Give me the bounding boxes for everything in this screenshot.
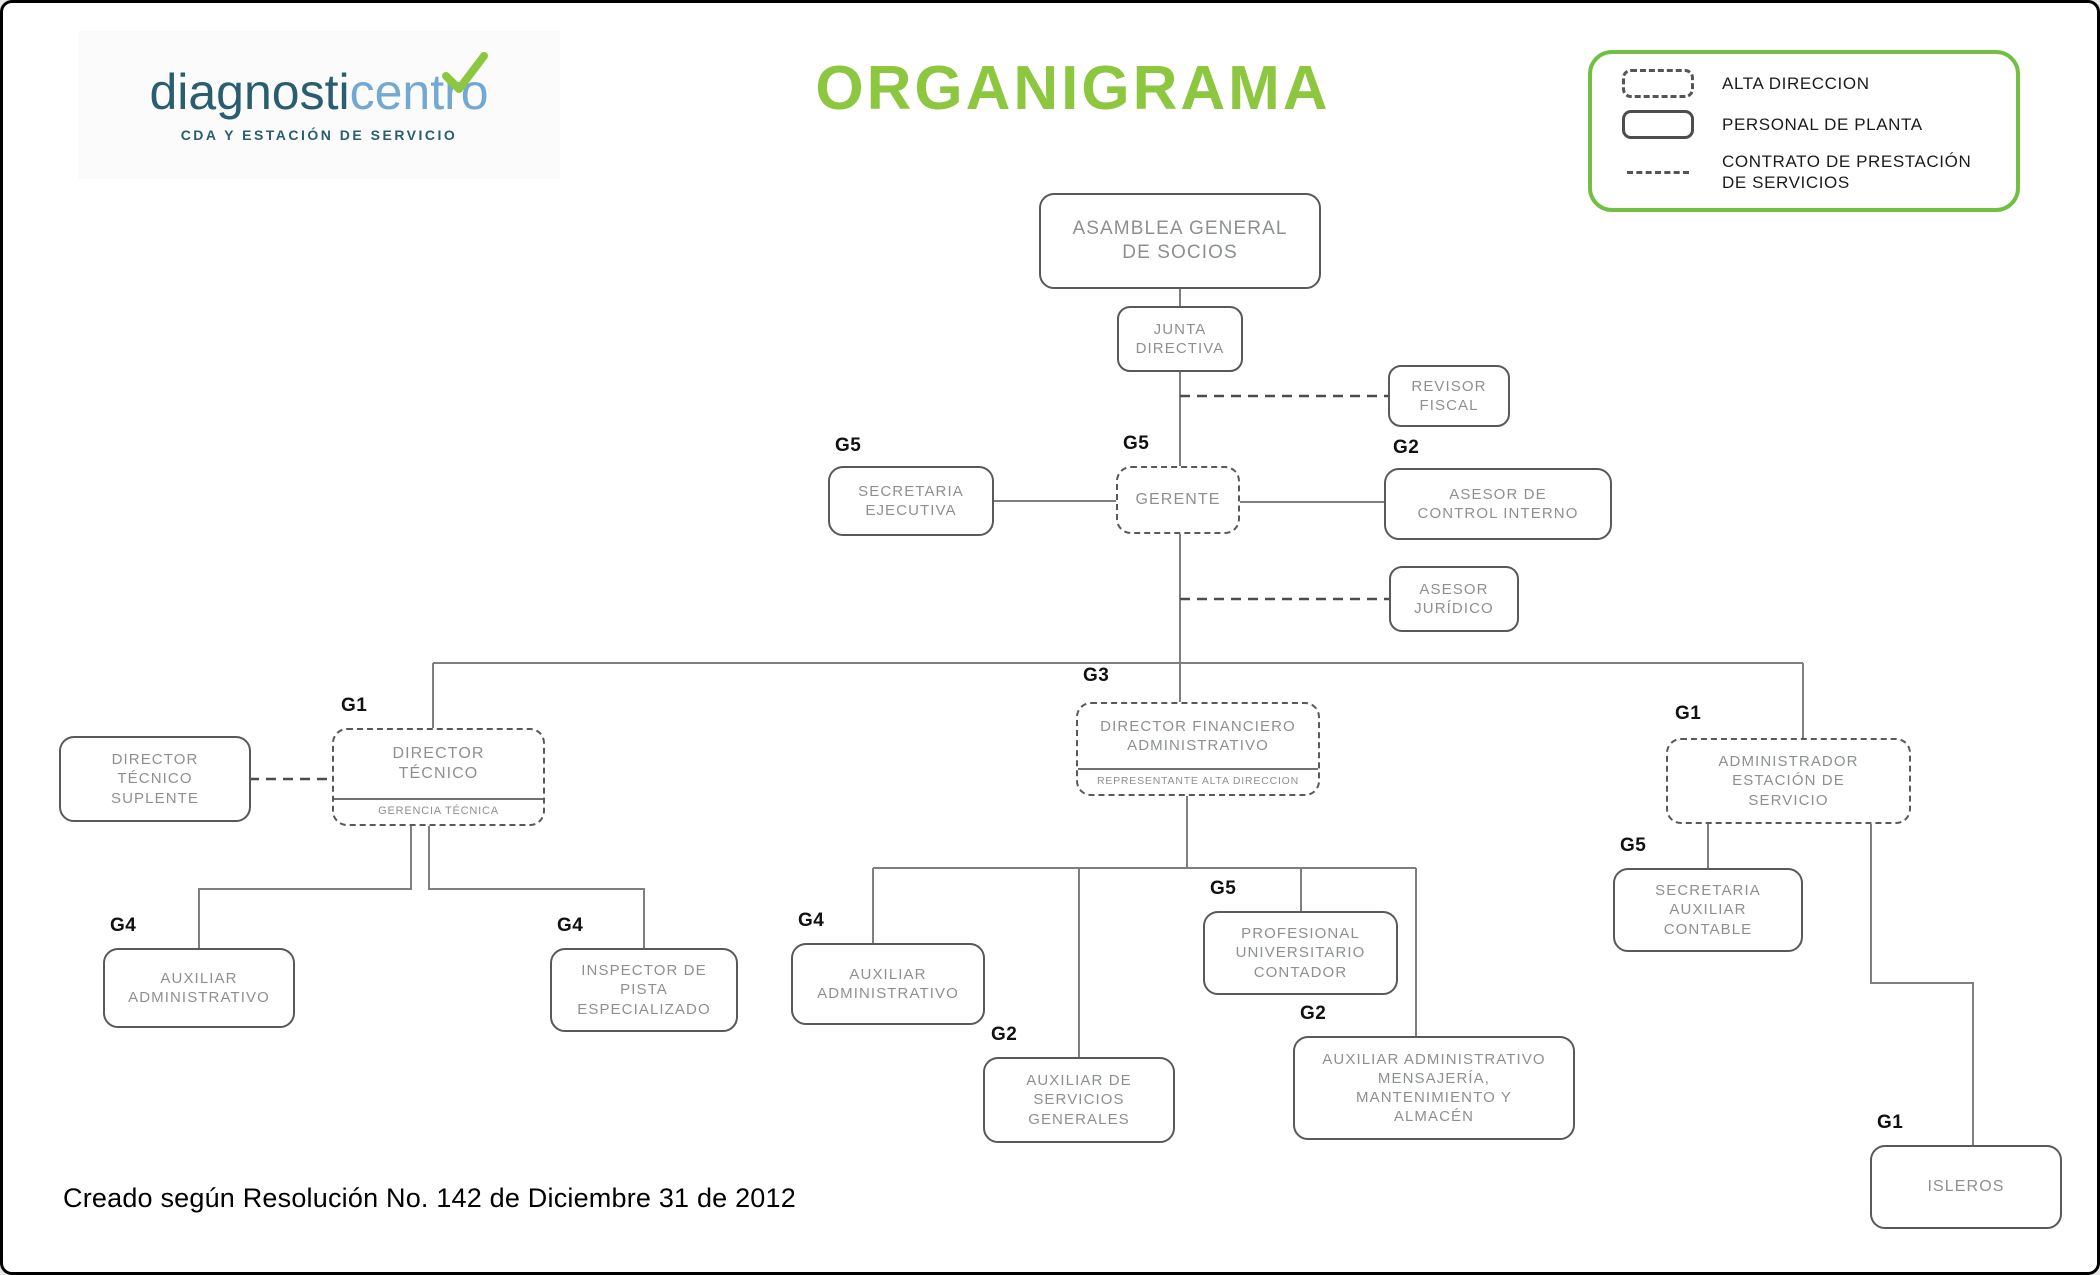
org-node-label: JUNTA DIRECTIVA <box>1135 320 1225 357</box>
org-node-label: ASESOR JURÍDICO <box>1414 580 1494 617</box>
org-node-revisor-fiscal: REVISOR FISCAL <box>1388 365 1510 427</box>
legend-item-alta-direccion: ALTA DIRECCION <box>1620 68 1988 98</box>
grade-label-secretaria-aux: G5 <box>1620 835 1647 856</box>
org-node-director-tecnico-suplente: DIRECTOR TÉCNICO SUPLENTE <box>59 736 251 822</box>
logo-text-dark: diagnosti <box>149 64 350 120</box>
org-node-label: ADMINISTRADOR ESTACIÓN DE SERVICIO <box>1718 753 1859 809</box>
edge-dirtecnico-inspector <box>428 824 645 950</box>
legend-item-personal-de-planta: PERSONAL DE PLANTA <box>1620 109 1988 139</box>
org-node-auxiliar-administrativo-fin: AUXILIAR ADMINISTRATIVO <box>791 943 985 1025</box>
org-node-administrador-estacion: ADMINISTRADOR ESTACIÓN DE SERVICIO <box>1666 738 1911 824</box>
org-node-label: PROFESIONAL UNIVERSITARIO CONTADOR <box>1235 925 1366 981</box>
org-node-asamblea-general: ASAMBLEA GENERAL DE SOCIOS <box>1039 193 1321 289</box>
org-node-secretaria-auxiliar-contable: SECRETARIA AUXILIAR CONTABLE <box>1613 868 1803 952</box>
dashed-box-swatch-icon <box>1622 68 1694 98</box>
legend-swatch-wrap <box>1620 109 1696 139</box>
company-logo: diagnosticentro CDA Y ESTACIÓN DE SERVIC… <box>78 31 560 179</box>
org-node-main-area: DIRECTOR FINANCIERO ADMINISTRATIVO <box>1078 704 1318 768</box>
grade-label-secretaria-ejecutiva: G5 <box>835 435 862 456</box>
org-node-label: GERENTE <box>1135 490 1221 508</box>
org-node-label: INSPECTOR DE PISTA ESPECIALIZADO <box>577 962 711 1018</box>
company-logo-wordmark: diagnosticentro <box>149 52 489 120</box>
logo-checkmark-icon <box>442 52 489 93</box>
grade-label-aux-mensajeria: G2 <box>1300 1003 1327 1024</box>
org-node-sublabel: REPRESENTANTE ALTA DIRECCION <box>1078 768 1318 794</box>
grade-label-gerente: G5 <box>1123 433 1150 454</box>
org-node-director-tecnico: DIRECTOR TÉCNICO GERENCIA TÉCNICA <box>332 728 545 826</box>
org-node-isleros: ISLEROS <box>1870 1145 2062 1229</box>
org-node-label: DIRECTOR TÉCNICO SUPLENTE <box>111 751 199 807</box>
org-node-label: AUXILIAR DE SERVICIOS GENERALES <box>1026 1072 1132 1128</box>
grade-label-inspector: G4 <box>557 915 584 936</box>
org-chart-connectors <box>198 289 1974 1147</box>
legend-label: CONTRATO DE PRESTACIÓN DE SERVICIOS <box>1722 151 1972 192</box>
org-node-sublabel: GERENCIA TÉCNICA <box>334 798 543 824</box>
org-node-secretaria-ejecutiva: SECRETARIA EJECUTIVA <box>828 466 994 536</box>
org-node-gerente: GERENTE <box>1116 466 1240 534</box>
legend-label: PERSONAL DE PLANTA <box>1722 114 1923 134</box>
legend-label: ALTA DIRECCION <box>1722 73 1870 93</box>
org-node-label: AUXILIAR ADMINISTRATIVO <box>817 965 959 1002</box>
org-node-director-financiero: DIRECTOR FINANCIERO ADMINISTRATIVO REPRE… <box>1076 702 1320 796</box>
grade-label-profesional: G5 <box>1210 878 1237 899</box>
grade-label-dir-tecnico: G1 <box>341 695 368 716</box>
org-node-junta-directiva: JUNTA DIRECTIVA <box>1117 306 1243 372</box>
org-node-inspector-pista: INSPECTOR DE PISTA ESPECIALIZADO <box>550 948 738 1032</box>
grade-label-asesor-control: G2 <box>1393 437 1420 458</box>
org-node-asesor-control-interno: ASESOR DE CONTROL INTERNO <box>1384 468 1612 540</box>
org-node-auxiliar-servicios-generales: AUXILIAR DE SERVICIOS GENERALES <box>983 1057 1175 1143</box>
org-node-profesional-contador: PROFESIONAL UNIVERSITARIO CONTADOR <box>1203 911 1398 995</box>
creation-note: Creado según Resolución No. 142 de Dicie… <box>63 1183 796 1213</box>
grade-label-dir-financiero: G3 <box>1083 665 1110 686</box>
org-node-label: AUXILIAR ADMINISTRATIVO <box>128 969 270 1006</box>
grade-label-aux-servicios: G2 <box>991 1024 1018 1045</box>
legend-swatch-wrap <box>1620 68 1696 98</box>
page-title: ORGANIGRAMA <box>815 54 1331 123</box>
org-node-label: ISLEROS <box>1927 1177 2005 1195</box>
grade-label-isleros: G1 <box>1877 1112 1904 1133</box>
org-node-asesor-juridico: ASESOR JURÍDICO <box>1389 566 1519 632</box>
org-node-label: DIRECTOR FINANCIERO ADMINISTRATIVO <box>1100 717 1296 754</box>
company-tagline: CDA Y ESTACIÓN DE SERVICIO <box>180 127 458 143</box>
legend-swatch-wrap <box>1620 170 1696 174</box>
org-node-label: REVISOR FISCAL <box>1411 377 1487 414</box>
org-node-label: DIRECTOR TÉCNICO <box>392 744 485 782</box>
org-node-label: ASESOR DE CONTROL INTERNO <box>1417 485 1579 522</box>
org-node-label: SECRETARIA AUXILIAR CONTABLE <box>1655 882 1761 938</box>
edge-dirtecnico-auxadmin <box>198 824 412 950</box>
dashed-line-swatch-icon <box>1627 170 1689 174</box>
org-node-main-area: DIRECTOR TÉCNICO <box>334 730 543 798</box>
org-node-label: ASAMBLEA GENERAL DE SOCIOS <box>1072 217 1288 263</box>
org-node-auxiliar-administrativo-cda: AUXILIAR ADMINISTRATIVO <box>103 948 295 1028</box>
legend-item-contrato-prestacion: CONTRATO DE PRESTACIÓN DE SERVICIOS <box>1620 151 1988 194</box>
grade-label-aux-admin-cf: G4 <box>798 910 825 931</box>
org-node-auxiliar-mensajeria: AUXILIAR ADMINISTRATIVO MENSAJERÍA, MANT… <box>1293 1036 1575 1140</box>
grade-label-aux-admin-ct: G4 <box>110 915 137 936</box>
grade-label-administrador: G1 <box>1675 703 1702 724</box>
org-node-label: SECRETARIA EJECUTIVA <box>858 482 964 519</box>
solid-box-swatch-icon <box>1622 109 1694 139</box>
edge-admin-isleros <box>1870 822 1974 1147</box>
legend: ALTA DIRECCION PERSONAL DE PLANTA CONTRA… <box>1588 50 2020 212</box>
org-node-label: AUXILIAR ADMINISTRATIVO MENSAJERÍA, MANT… <box>1322 1050 1546 1126</box>
